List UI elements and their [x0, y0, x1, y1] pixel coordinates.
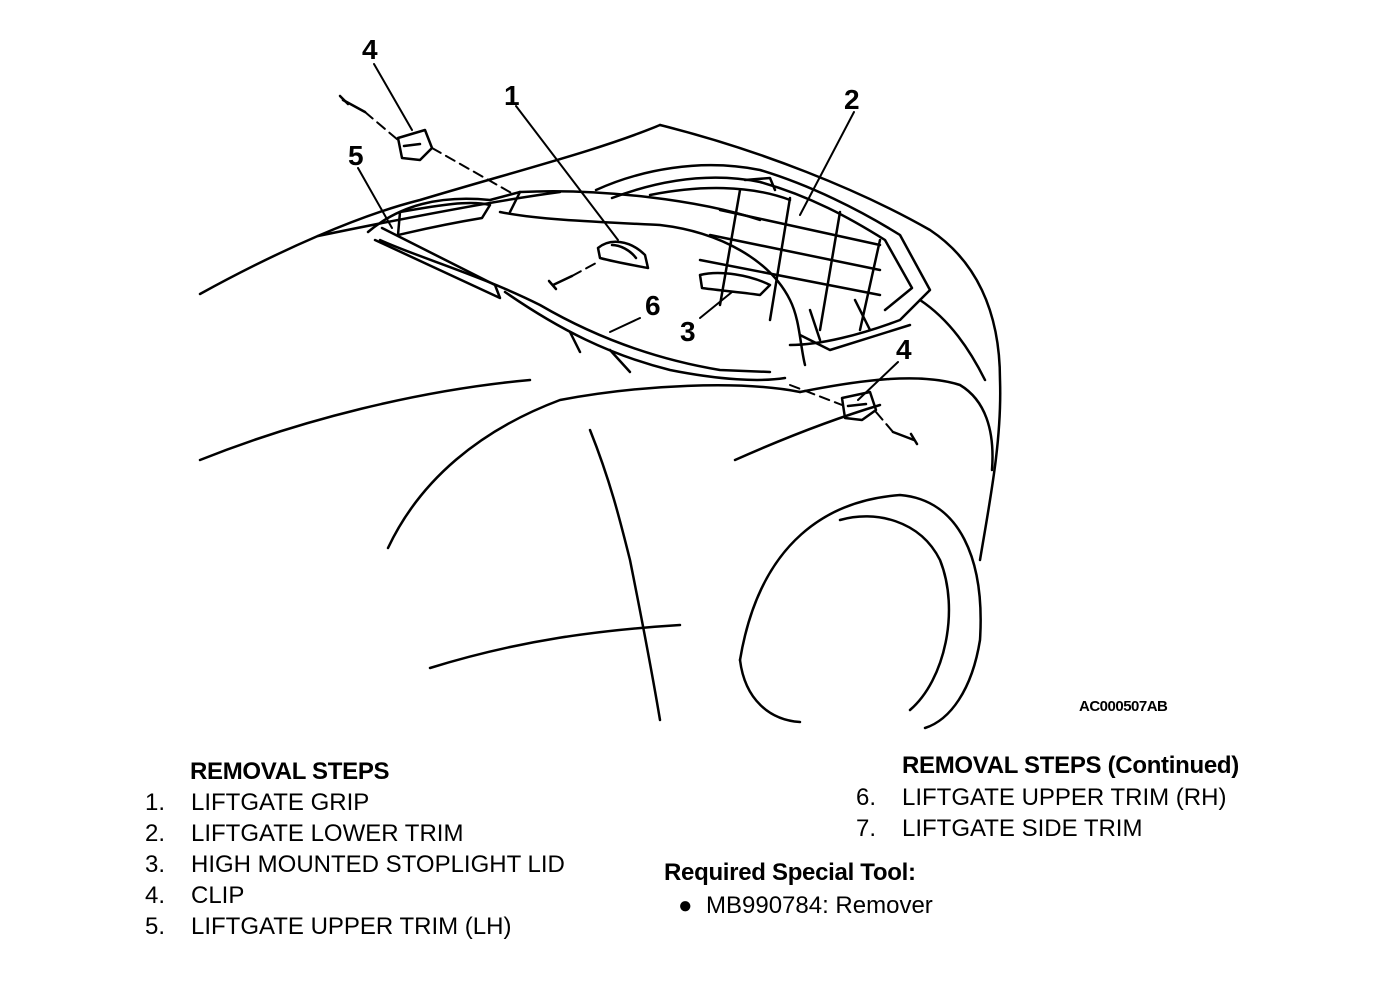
list-item: 4. CLIP: [145, 880, 565, 911]
step-number: 4.: [145, 882, 166, 909]
step-number: 7.: [856, 815, 877, 842]
clip-left: [396, 128, 434, 162]
step-number: 3.: [145, 851, 166, 878]
callout-3: 3: [680, 316, 696, 347]
step-number: 5.: [145, 913, 166, 940]
step-number: 1.: [145, 789, 166, 816]
step-text: LIFTGATE GRIP: [191, 789, 370, 816]
car-body-outline: [198, 123, 1002, 730]
stoplight-lid: [698, 271, 772, 297]
list-item: 1. LIFTGATE GRIP: [145, 787, 565, 818]
callout-4-right: 4: [896, 334, 912, 365]
liftgate-grip: [596, 240, 650, 270]
special-tool-item: ● MB990784: Remover: [678, 892, 933, 920]
liftgate-lower-trim: [594, 163, 932, 352]
screw-left: [338, 94, 367, 114]
step-text: CLIP: [191, 882, 245, 909]
screw-center: [547, 274, 574, 291]
step-text: LIFTGATE UPPER TRIM (LH): [191, 913, 512, 940]
callout-2: 2: [844, 84, 860, 115]
callout-4-top: 4: [362, 34, 378, 65]
special-tool-heading: Required Special Tool:: [664, 859, 916, 886]
removal-steps-list: 1. LIFTGATE GRIP 2. LIFTGATE LOWER TRIM 3.…: [145, 787, 565, 942]
step-text: LIFTGATE SIDE TRIM: [902, 815, 1143, 842]
assembly-lines: [364, 111, 894, 433]
leader-lines: [357, 63, 899, 401]
step-text: LIFTGATE LOWER TRIM: [191, 820, 464, 847]
step-number: 6.: [856, 784, 877, 811]
removal-steps-continued-list: 6. LIFTGATE UPPER TRIM (RH) 7. LIFTGATE SI…: [856, 782, 1226, 844]
liftgate-upper-trim: [366, 189, 807, 382]
callout-1: 1: [504, 80, 520, 111]
callout-5: 5: [348, 140, 364, 171]
special-tool-text: MB990784: Remover: [706, 892, 933, 919]
removal-steps-heading: REMOVAL STEPS: [190, 758, 390, 785]
list-item: 3. HIGH MOUNTED STOPLIGHT LID: [145, 849, 565, 880]
list-item: 5. LIFTGATE UPPER TRIM (LH): [145, 911, 565, 942]
step-number: 2.: [145, 820, 166, 847]
step-text: HIGH MOUNTED STOPLIGHT LID: [191, 851, 565, 878]
removal-steps-continued-heading: REMOVAL STEPS (Continued): [902, 752, 1239, 779]
list-item: 7. LIFTGATE SIDE TRIM: [856, 813, 1226, 844]
callout-6: 6: [645, 290, 661, 321]
liftgate-trim-diagram: [198, 63, 1002, 730]
list-item: 6. LIFTGATE UPPER TRIM (RH): [856, 782, 1226, 813]
bullet-icon: ●: [678, 892, 693, 919]
figure-code: AC000507AB: [1079, 698, 1168, 715]
list-item: 2. LIFTGATE LOWER TRIM: [145, 818, 565, 849]
screw-right: [891, 430, 919, 446]
step-text: LIFTGATE UPPER TRIM (RH): [902, 784, 1227, 811]
